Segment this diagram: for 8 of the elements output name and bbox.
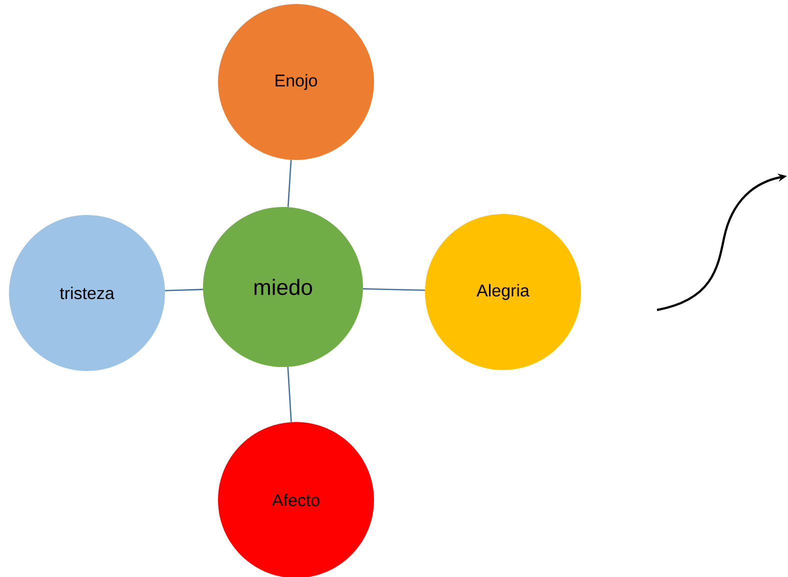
connector-line bbox=[287, 366, 292, 422]
circle-node: Enojo bbox=[218, 4, 374, 160]
connector-line bbox=[287, 160, 292, 208]
circle-node: Alegria bbox=[425, 214, 581, 370]
connector-line bbox=[164, 288, 204, 292]
circle-node: miedo bbox=[203, 207, 363, 367]
connector-line bbox=[362, 288, 426, 291]
circle-node: tristeza bbox=[9, 214, 165, 371]
